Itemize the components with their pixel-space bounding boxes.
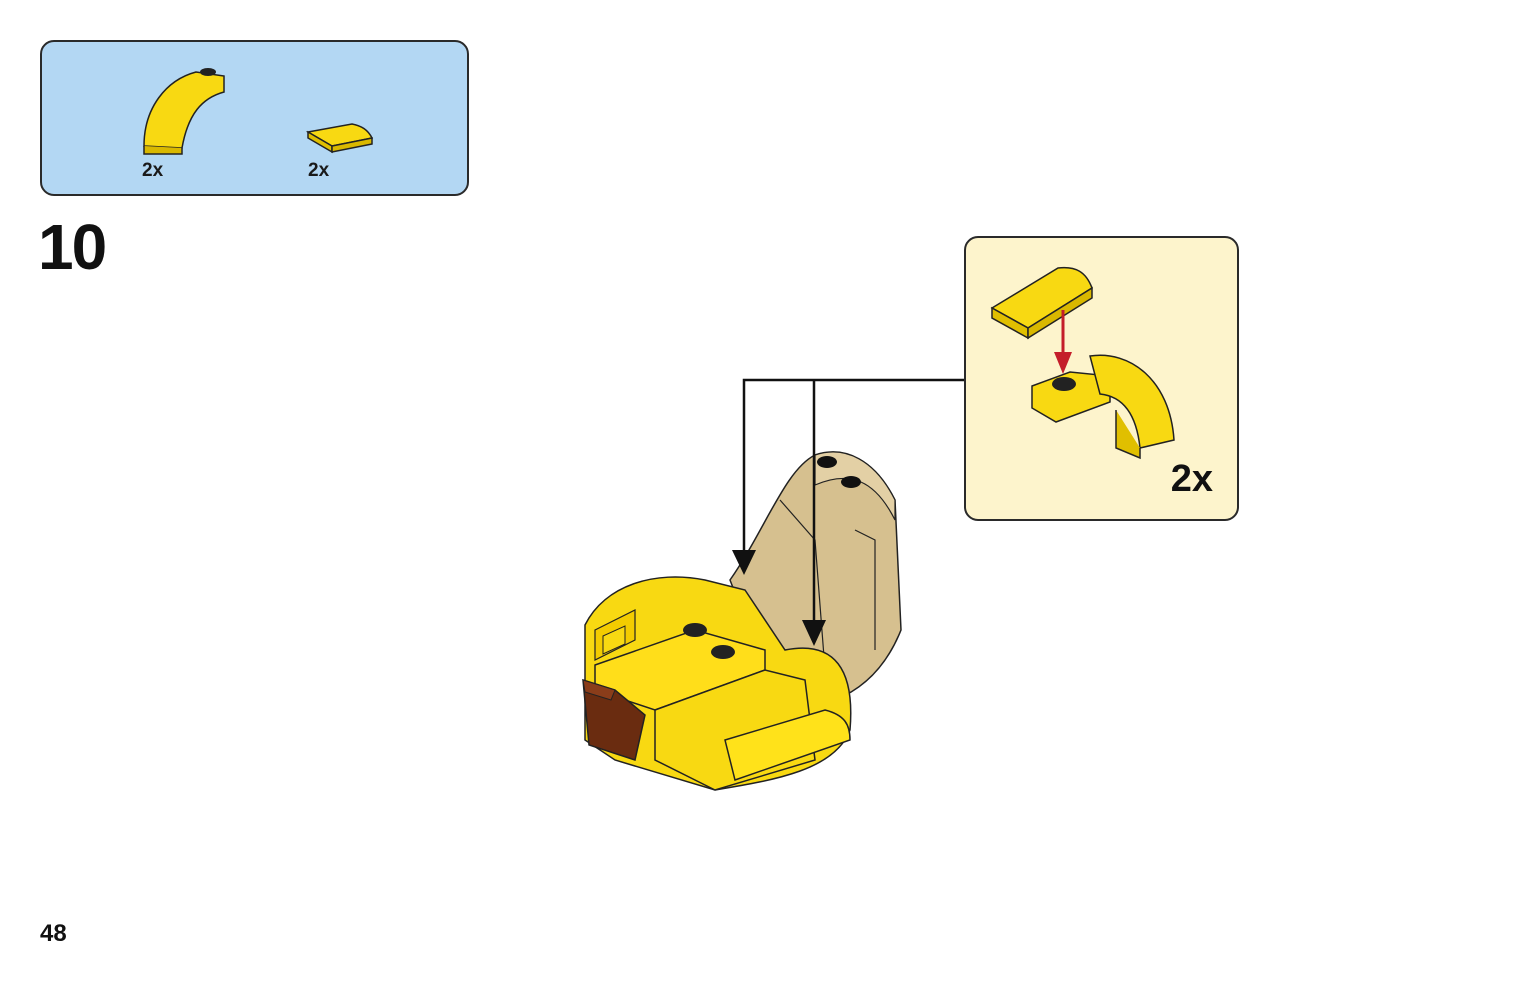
red-assembly-arrow-icon [1054, 310, 1072, 374]
parts-list-box: 2x 2x [40, 40, 469, 196]
yellow-curved-slope-tile-icon [305, 123, 374, 154]
subassembly-callout: 2x [964, 236, 1239, 521]
assembly-arrows [732, 378, 965, 646]
curved-yellow-slope-brick-icon [143, 68, 225, 155]
part-quantity: 2x [308, 160, 330, 181]
curved-brick-with-stud-icon [1031, 354, 1175, 460]
page-number: 48 [40, 920, 67, 947]
arrow-head-icon [732, 550, 756, 575]
curved-slope-tile-icon [990, 266, 1093, 340]
arrow-head-icon [802, 620, 826, 646]
subassembly-quantity: 2x [1170, 458, 1213, 500]
model-illustration [582, 451, 902, 791]
step-number: 10 [38, 211, 107, 283]
part-quantity: 2x [142, 160, 164, 181]
